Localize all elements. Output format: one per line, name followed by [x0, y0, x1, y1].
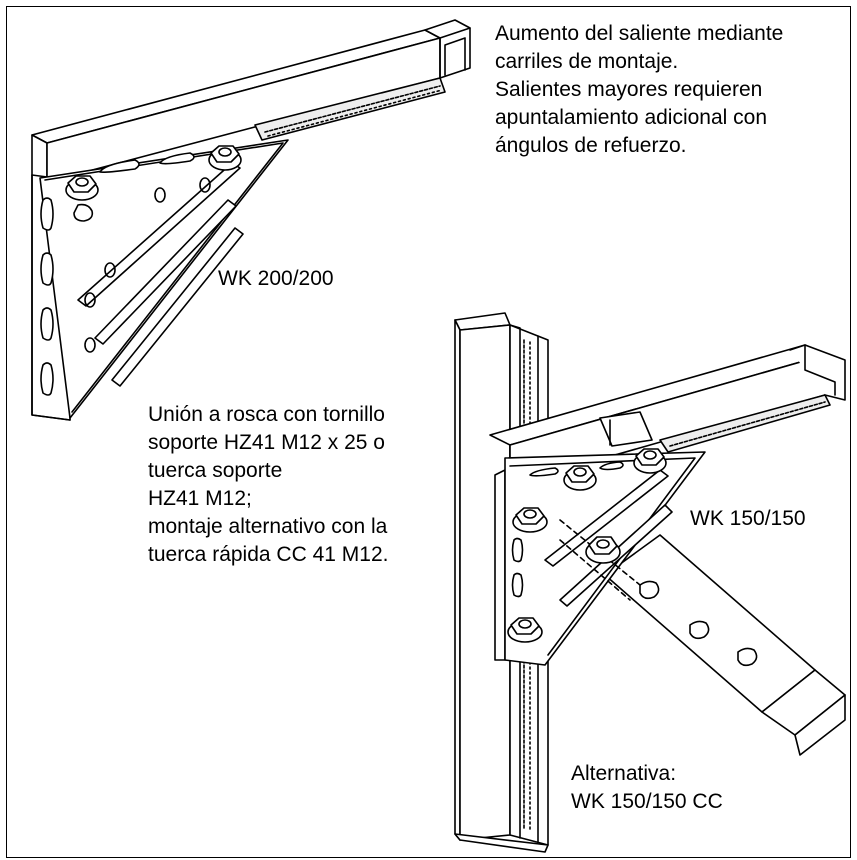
label-wk-150-150: WK 150/150 [690, 507, 806, 530]
note-top-line: carriles de montaje. [495, 50, 679, 73]
note-left-line: HZ41 M12; [148, 487, 252, 510]
horizontal-strut-rail [489, 344, 846, 486]
upper-angle-bracket-wk200 [31, 139, 289, 421]
note-top: Aumento del saliente mediante carriles d… [495, 20, 783, 160]
note-top-line: Aumento del saliente mediante [495, 22, 784, 45]
upper-bolts [65, 145, 242, 222]
upper-mounting-rail [31, 19, 471, 183]
note-bottom-line: Alternativa: [571, 762, 677, 785]
note-left-line: Unión a rosca con tornillo [148, 403, 385, 426]
note-top-line: ángulos de refuerzo. [495, 134, 687, 157]
note-bottom-line: WK 150/150 CC [571, 790, 723, 813]
diagonal-support-rail [604, 534, 846, 756]
note-bottom: Alternativa: WK 150/150 CC [571, 760, 723, 816]
note-left-line: montaje alternativo con la [148, 515, 388, 538]
note-top-line: apuntalamiento adicional con [495, 106, 768, 129]
note-left: Unión a rosca con tornillo soporte HZ41 … [148, 401, 388, 569]
note-left-line: tuerca soporte [148, 459, 283, 482]
lower-bolts [507, 448, 667, 643]
note-left-line: soporte HZ41 M12 x 25 o [148, 431, 385, 454]
note-left-line: tuerca rápida CC 41 M12. [148, 543, 389, 566]
label-wk-200-200: WK 200/200 [218, 267, 334, 290]
note-top-line: Salientes mayores requieren [495, 78, 763, 101]
